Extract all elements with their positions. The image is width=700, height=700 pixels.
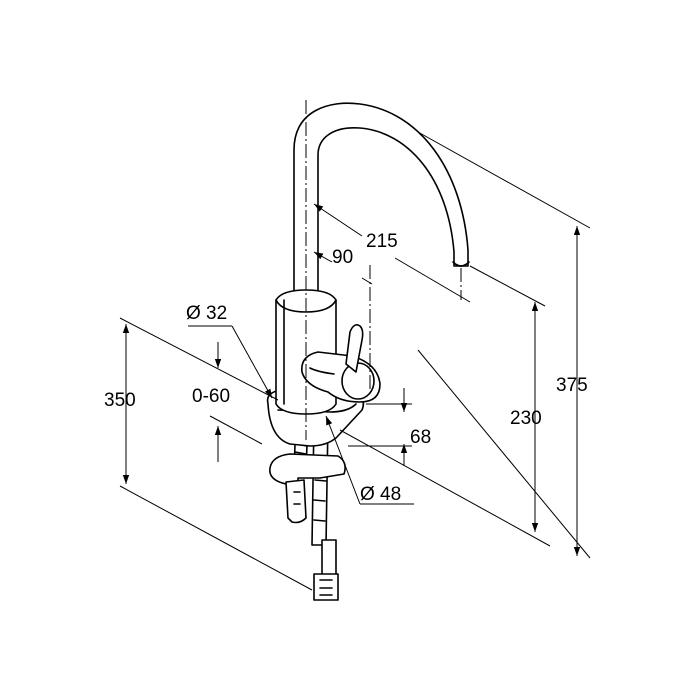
label-spout-height: 230 (510, 408, 542, 429)
supply-hoses (311, 419, 339, 601)
label-spout-reach: 215 (366, 231, 398, 252)
mounting-clamp (269, 453, 346, 524)
dimension-lines (119, 131, 591, 591)
label-base-diameter: Ø 48 (360, 484, 401, 505)
label-hole-diameter: Ø 32 (186, 303, 227, 324)
label-supply-length: 350 (104, 390, 136, 411)
spout-outlet (452, 261, 470, 267)
label-base-height: 68 (410, 427, 431, 448)
label-overall-height: 375 (556, 375, 588, 396)
label-handle-offset: 90 (332, 247, 353, 268)
label-countertop-thickness: 0-60 (192, 386, 230, 407)
lever-handle (301, 324, 381, 403)
spout (293, 102, 469, 299)
faucet-illustration (266, 100, 470, 601)
